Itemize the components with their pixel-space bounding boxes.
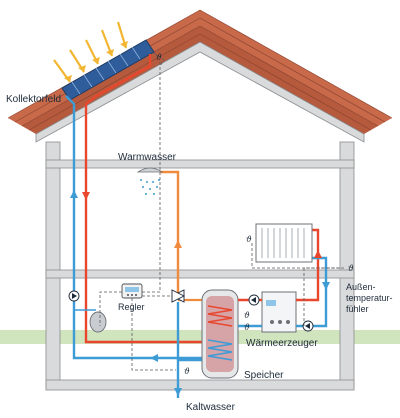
warmwasser-label: Warmwasser — [118, 152, 177, 163]
boiler-sensor-symbol: ϑ — [244, 323, 250, 332]
solar-return-arrow — [150, 354, 158, 362]
boiler — [261, 291, 297, 333]
sun-rays — [53, 21, 128, 83]
expansion-vessel — [74, 309, 107, 333]
kaltwasser-label: Kaltwasser — [186, 402, 236, 413]
storage-tank — [201, 289, 239, 379]
regler-label: Regler — [118, 302, 145, 312]
waermeerzeuger-label: Wärmeerzeuger — [246, 338, 318, 349]
outdoor-sensor-symbol: ϑ — [348, 264, 354, 273]
boiler-heating-pipes — [238, 298, 262, 328]
collector-sensor-line — [149, 49, 165, 67]
kollektorfeld-label: Kollektorfeld — [6, 94, 61, 105]
roof — [7, 9, 393, 135]
radiator-return-arrow — [322, 282, 330, 290]
outdoor-sensor-line — [303, 267, 346, 326]
aussen-label-line3: fühler — [346, 304, 369, 314]
storage-sensor-bottom: ϑ — [184, 367, 190, 376]
solar-cold-pipe — [65, 95, 206, 360]
storage-sensor-top: ϑ — [244, 311, 250, 320]
radiator — [255, 223, 313, 263]
radiator-valve-symbol: ϑ — [246, 235, 252, 244]
ground-strip — [0, 330, 400, 344]
solar-pump — [68, 290, 80, 302]
collector-sensor-symbol: ϑ — [156, 53, 162, 62]
regler-controller — [121, 283, 143, 299]
aussen-label-line1: Außen- — [346, 282, 376, 292]
speicher-label: Speicher — [244, 370, 284, 381]
kaltwasser-arrow — [174, 388, 182, 396]
solar-cold-arrow — [70, 190, 78, 198]
solar-hot-arrow — [82, 192, 90, 200]
shower-head — [136, 167, 164, 195]
solar-hot-pipe — [84, 54, 208, 344]
kaltwasser-pipe — [176, 302, 206, 398]
house-structure — [35, 41, 365, 391]
mixing-valve — [170, 289, 186, 303]
radiator-pump — [302, 320, 314, 332]
radiator-flow-arrow — [314, 250, 322, 258]
warmwasser-pipe — [160, 170, 180, 296]
warmwasser-arrow — [174, 240, 182, 248]
aussen-label-line2: temperatur- — [346, 293, 393, 303]
boiler-pump — [248, 294, 260, 306]
